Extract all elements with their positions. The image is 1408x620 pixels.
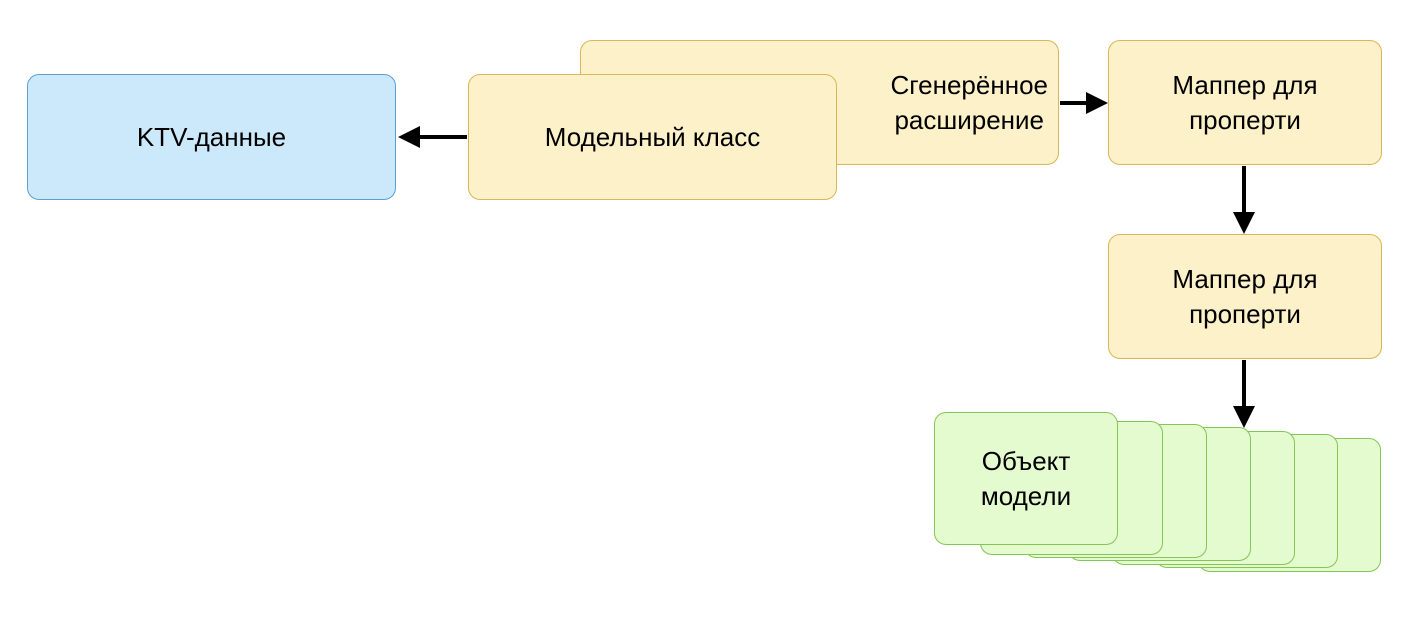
model-object-node: Объект модели [934,412,1118,545]
arrow-mapper1-to-mapper2 [1233,166,1255,234]
generated-extension-label: Сгенерённое расширение [890,69,1048,135]
ktv-data-node: KTV-данные [27,74,396,200]
model-class-label: Модельный класс [544,121,761,152]
model-class-node: Модельный класс [468,74,837,200]
ktv-data-label: KTV-данные [136,121,287,152]
property-mapper-node-1: Маппер для проперти [1108,40,1382,165]
arrow-extension-to-mapper [1060,92,1108,114]
property-mapper-label-2: Маппер для проперти [1172,263,1318,329]
property-mapper-node-2: Маппер для проперти [1108,234,1382,359]
property-mapper-label-1: Маппер для проперти [1172,69,1318,135]
arrow-mapper2-to-objects [1233,360,1255,428]
arrow-model-to-ktv [398,126,467,148]
model-object-label: Объект модели [980,445,1072,511]
